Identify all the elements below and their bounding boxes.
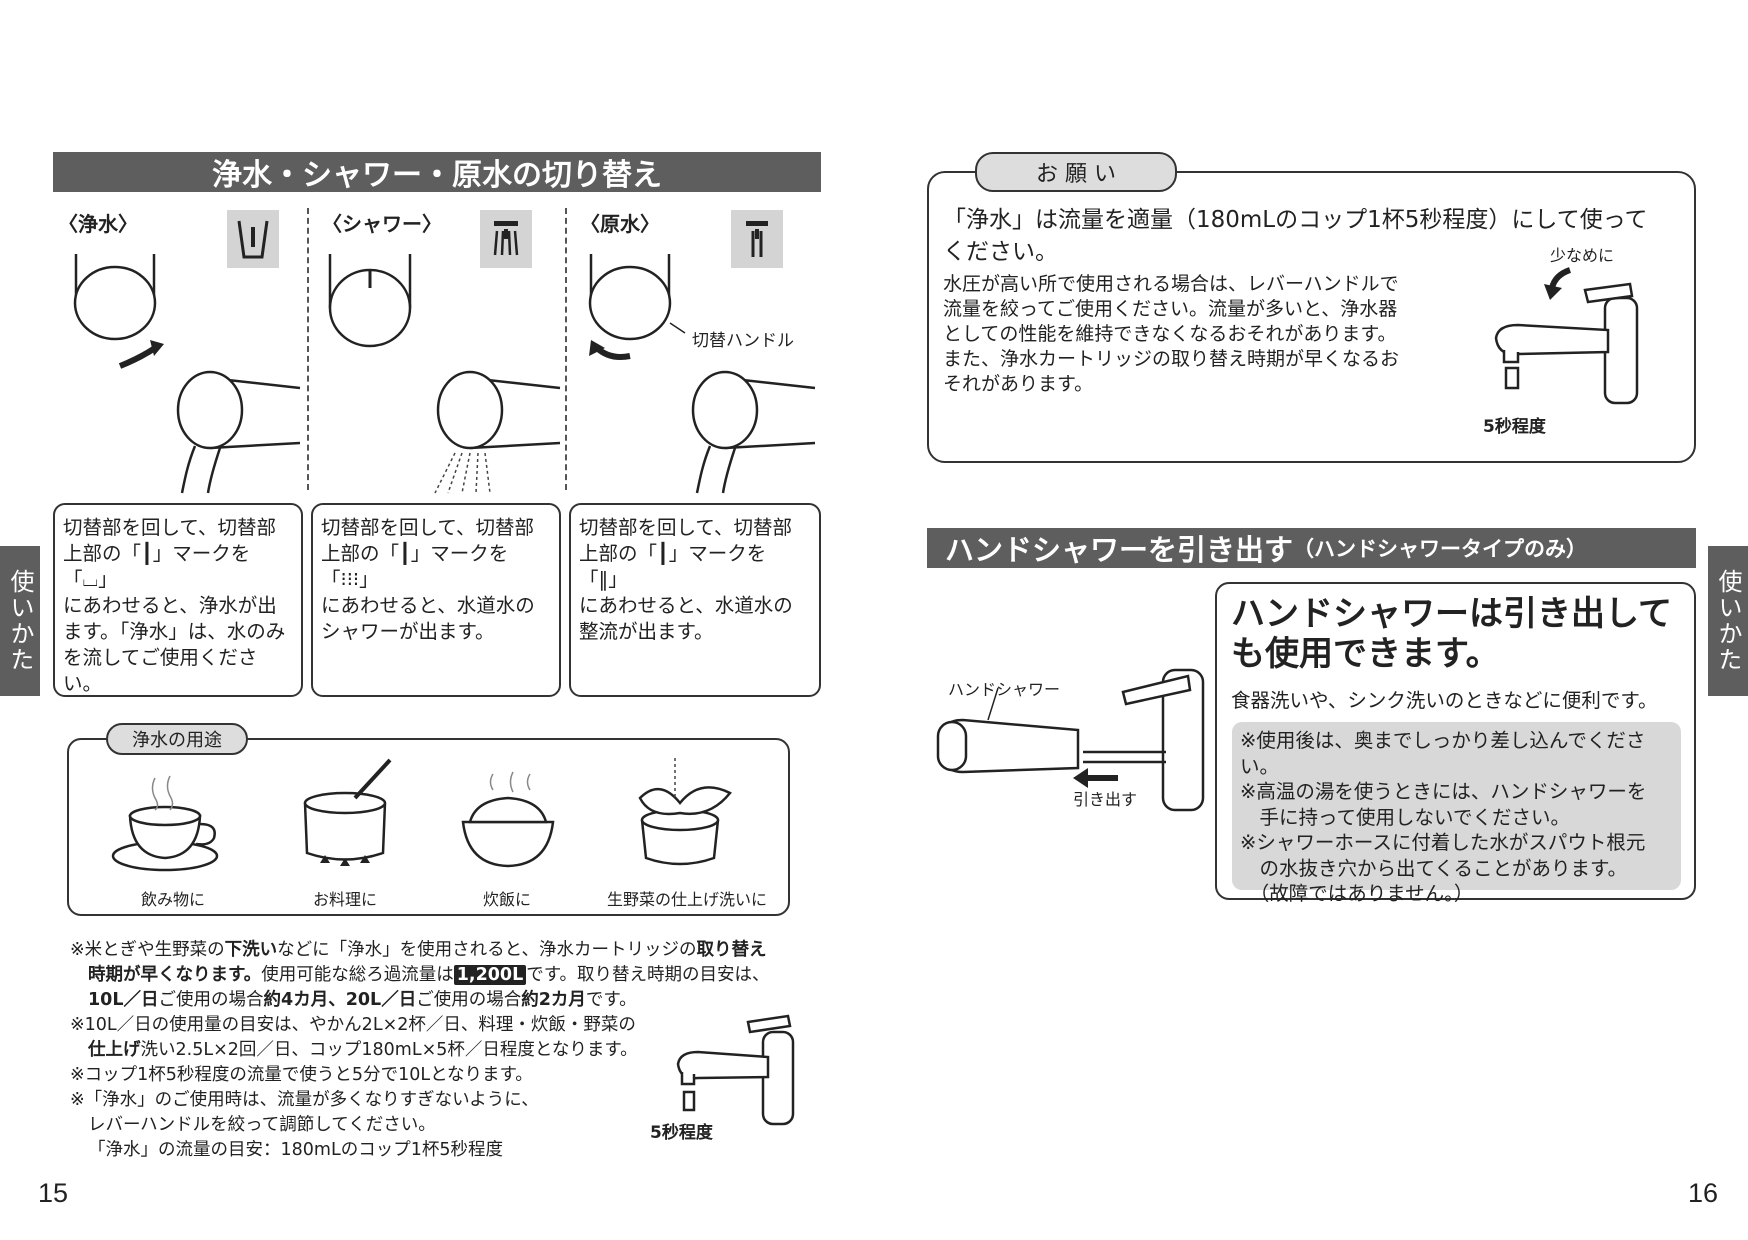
- faucet-purified-illustration: [73, 254, 305, 494]
- vegetable-wash-icon: [638, 758, 732, 866]
- cooking-pot-icon: [303, 758, 392, 866]
- use-cooking: お料理に: [312, 890, 377, 909]
- request-lead-line-1: 「浄水」は流量を適量（180mLのコップ1杯5秒程度）にして使って: [943, 207, 1648, 233]
- instruction-raw: 切替部を回して、切替部 上部の「┃」マークを「‖」 にあわせると、水道水の 整流…: [569, 503, 821, 697]
- use-rice: 炊飯に: [482, 890, 531, 909]
- teacup-icon: [111, 775, 219, 872]
- note-1-line-a: ※米とぎや生野菜の下洗いなどに「浄水」を使用されると、浄水カートリッジの取り替え: [70, 940, 767, 960]
- faucet-shower-illustration: [328, 254, 561, 494]
- five-seconds-label: 5秒程度: [650, 1123, 713, 1143]
- hand-shower-notes: ※使用後は、奥までしっかり差し込んでください。 ※高温の湯を使うときには、ハンド…: [1232, 722, 1681, 905]
- use-drinks: 飲み物に: [140, 890, 205, 909]
- capacity-highlight: 1,200L: [453, 965, 527, 985]
- lever-faucet-request-illustration: [1494, 267, 1639, 405]
- instruction-shower: 切替部を回して、切替部 上部の「┃」マークを「⁝⁝⁝」 にあわせると、水道水の …: [311, 503, 561, 697]
- section-title-banner: 浄水・シャワー・原水の切り替え: [53, 152, 821, 193]
- column-divider: [307, 208, 309, 490]
- instruction-purified: 切替部を回して、切替部 上部の「┃」マークを「⌴」 にあわせると、浄水が出 ます…: [53, 503, 303, 697]
- note-4-line-a: ※「浄水」のご使用時は、流量が多くなりすぎないように、: [70, 1090, 539, 1110]
- page-number-left: 15: [38, 1178, 69, 1208]
- page-number-right: 16: [1688, 1178, 1719, 1208]
- section-title: 浄水・シャワー・原水の切り替え: [212, 158, 662, 193]
- note-2-line-b: 仕上げ洗い2.5L×2回／日、コップ180mL×5杯／日程度となります。: [88, 1040, 638, 1060]
- request-lead-line-2: ください。: [943, 239, 1058, 265]
- uses-title: 浄水の用途: [132, 730, 222, 751]
- request-box: [927, 171, 1696, 463]
- use-vegetables: 生野菜の仕上げ洗いに: [606, 890, 767, 909]
- switch-handle-label: 切替ハンドル: [692, 331, 794, 351]
- request-body: 水圧が高い所で使用される場合は、レバーハンドルで 流量を絞ってご使用ください。流…: [943, 273, 1400, 395]
- mode-label-purified: 〈浄水〉: [58, 212, 138, 236]
- rice-bowl-icon: [461, 771, 555, 868]
- hand-shower-illustration: [936, 668, 1205, 812]
- uses-box: [67, 738, 790, 916]
- hand-shower-title: ハンドシャワーを引き出す: [945, 533, 1294, 567]
- faucet-raw-illustration: [588, 254, 816, 494]
- hand-shower-banner: ハンドシャワーを引き出す （ハンドシャワータイプのみ）: [927, 528, 1696, 568]
- request-title-pill: お 願 い: [975, 152, 1177, 192]
- purified-mark-icon: [227, 210, 279, 268]
- note-4-line-b: レバーハンドルを絞って調節してください。: [88, 1115, 436, 1135]
- column-divider: [565, 208, 567, 490]
- side-tab-right: 使いかた: [1708, 546, 1748, 696]
- note-2-line-a: ※10L／日の使用量の目安は、やかん2L×2杯／日、料理・炊飯・野菜の: [70, 1015, 636, 1035]
- hand-shower-headline: ハンドシャワーは引き出して も使用できます。: [1231, 594, 1672, 674]
- note-3: ※コップ1杯5秒程度の流量で使うと5分で10Lとなります。: [70, 1065, 533, 1085]
- request-title: お 願 い: [1036, 162, 1116, 187]
- side-tab-left: 使いかた: [0, 546, 40, 696]
- five-seconds-label-right: 5秒程度: [1483, 417, 1546, 437]
- note-1-line-c: 10L／日ご使用の場合約4カ月、20L／日ご使用の場合約2カ月です。: [88, 990, 637, 1010]
- shower-mark-icon: [480, 210, 532, 268]
- less-label: 少なめに: [1550, 246, 1615, 265]
- raw-mark-icon: [731, 210, 783, 268]
- uses-title-pill: 浄水の用途: [106, 723, 248, 755]
- lever-faucet-illustration: [676, 1014, 795, 1126]
- mode-label-shower: 〈シャワー〉: [322, 212, 442, 236]
- note-4-line-c: 「浄水」の流量の目安：180mLのコップ1杯5秒程度: [88, 1140, 503, 1160]
- hand-shower-box: [1215, 582, 1696, 900]
- hand-shower-label: ハンドシャワー: [948, 680, 1061, 699]
- mode-label-raw: 〈原水〉: [580, 212, 660, 236]
- hand-shower-subtitle: （ハンドシャワータイプのみ）: [1293, 537, 1588, 561]
- pull-out-label: 引き出す: [1073, 790, 1138, 809]
- hand-shower-description: 食器洗いや、シンク洗いのときなどに便利です。: [1231, 689, 1658, 712]
